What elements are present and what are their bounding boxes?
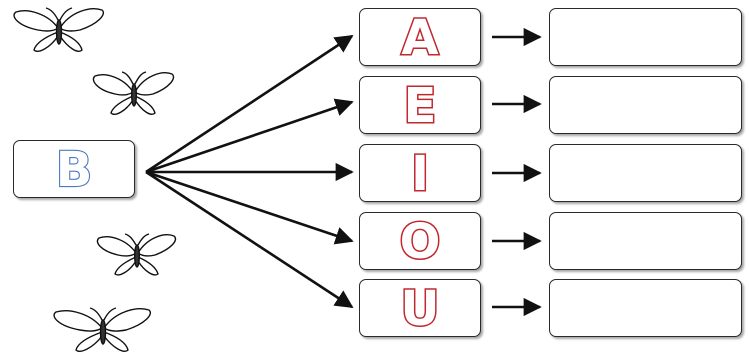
source-letter-box: B: [13, 140, 135, 199]
vowel-box-i: I: [359, 144, 481, 204]
vowel-letter-e: E: [404, 78, 437, 134]
answer-box-e[interactable]: [549, 76, 742, 134]
answer-box-a[interactable]: [549, 8, 742, 66]
vowel-letter-a: A: [401, 10, 438, 66]
vowel-letter-i: I: [411, 146, 429, 202]
vowel-letter-u: U: [401, 281, 440, 337]
fan-arrow-o: [145, 170, 354, 245]
butterfly-icon: [96, 233, 177, 276]
source-letter: B: [56, 142, 93, 198]
vowel-box-u: U: [359, 279, 481, 339]
answer-box-i[interactable]: [549, 144, 742, 202]
answer-box-u[interactable]: [549, 279, 742, 337]
fan-arrow-e: [145, 98, 354, 174]
butterfly-icon: [92, 71, 175, 115]
vowel-box-e: E: [359, 76, 481, 136]
fan-arrow-a: [145, 34, 354, 174]
vowel-box-o: O: [359, 212, 481, 272]
butterfly-icon: [53, 307, 151, 352]
fan-arrow-u: [145, 170, 354, 309]
vowel-box-a: A: [359, 8, 481, 68]
butterfly-icon: [13, 7, 104, 52]
vowel-letter-o: O: [400, 214, 441, 270]
answer-box-o[interactable]: [549, 212, 742, 270]
